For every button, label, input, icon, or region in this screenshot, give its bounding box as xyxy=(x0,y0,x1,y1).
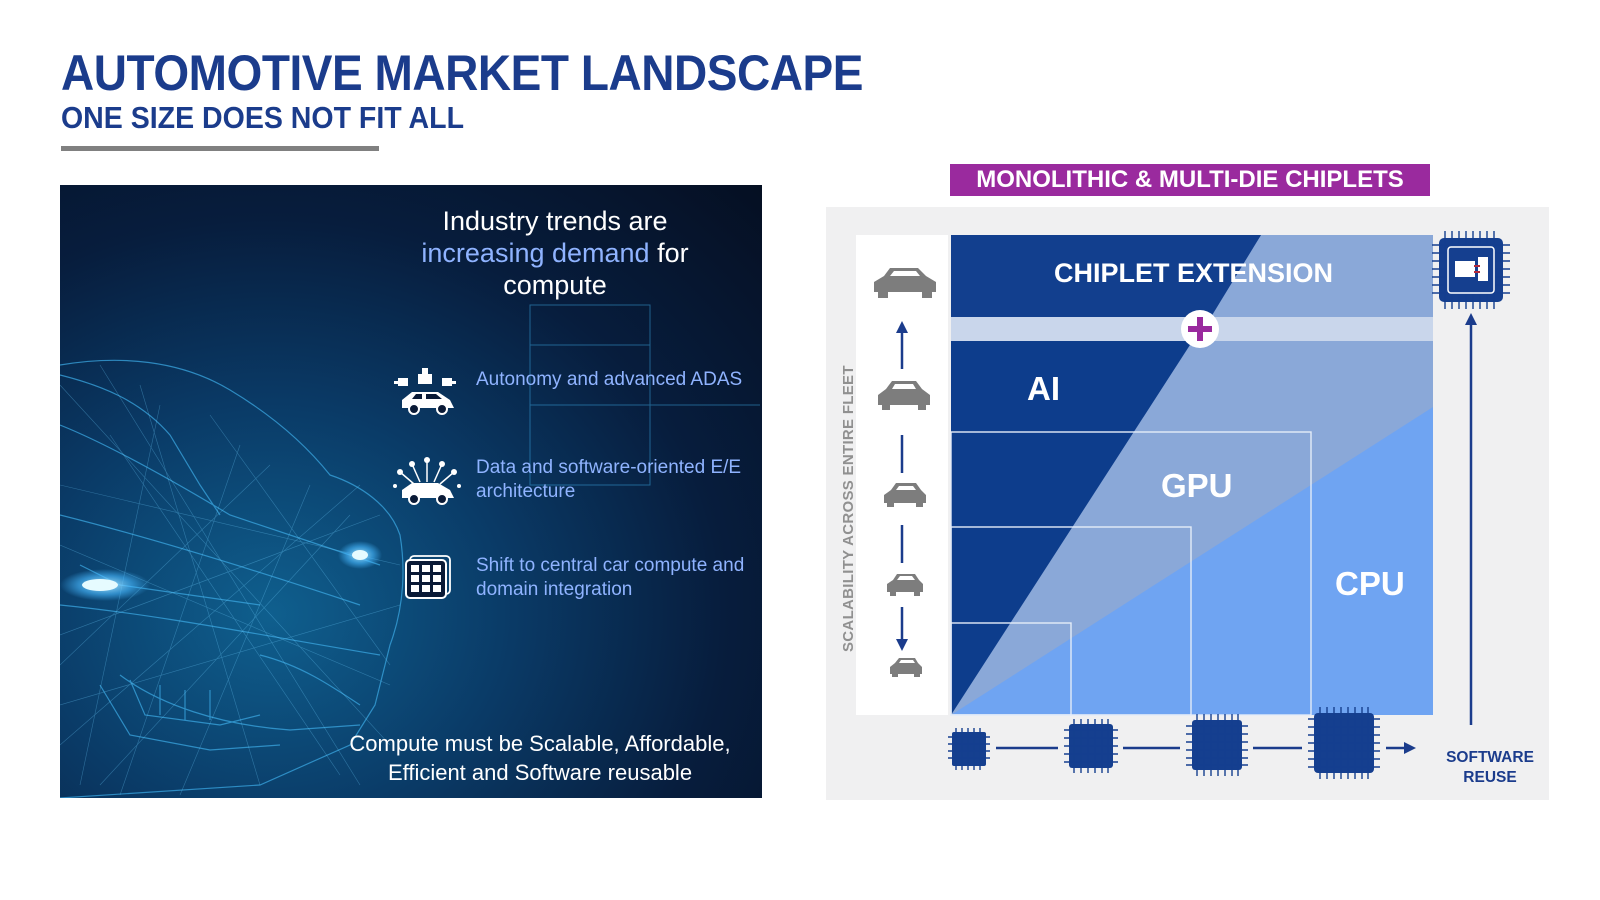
scalability-axis-label: SCALABILITY ACROSS ENTIRE FLEET xyxy=(840,365,857,652)
chiplet-package-icon xyxy=(1432,231,1510,725)
chip-icon xyxy=(1064,719,1118,773)
heading-highlight: increasing demand xyxy=(421,238,650,268)
connected-car-icon xyxy=(393,457,461,505)
trend-item: Data and software-oriented E/E architect… xyxy=(392,456,752,516)
heading-text-2: for xyxy=(657,238,689,268)
heading-text-3: compute xyxy=(503,270,607,300)
page-title: AUTOMOTIVE MARKET LANDSCAPE xyxy=(61,45,863,101)
gpu-label: GPU xyxy=(1161,467,1233,504)
wireframe-car-image xyxy=(60,304,760,798)
industry-trends-panel: Industry trends are increasing demand fo… xyxy=(60,185,762,798)
software-reuse-label: SOFTWARE REUSE xyxy=(1430,748,1550,788)
chiplets-banner: MONOLITHIC & MULTI-DIE CHIPLETS xyxy=(950,164,1430,196)
software-reuse-line-1: SOFTWARE xyxy=(1446,749,1534,766)
note-line-1: Compute must be Scalable, Affordable, xyxy=(349,731,731,756)
trend-item: Shift to central car compute and domain … xyxy=(392,554,752,614)
scalability-diagram-graphic xyxy=(856,231,1510,779)
chiplet-extension-label: CHIPLET EXTENSION xyxy=(1054,258,1334,288)
trend-text: Autonomy and advanced ADAS xyxy=(476,369,743,390)
trend-item: Autonomy and advanced ADAS xyxy=(392,368,752,428)
vehicle-size-icons xyxy=(874,268,936,677)
chip-icon xyxy=(948,728,990,770)
chip-icon xyxy=(1186,714,1248,776)
compute-requirements-note: Compute must be Scalable, Affordable, Ef… xyxy=(320,729,760,787)
autonomous-car-icon xyxy=(394,368,456,415)
trend-text: Data and software-oriented E/E architect… xyxy=(476,457,742,502)
chip-size-row xyxy=(948,707,1416,779)
note-line-2: Efficient and Software reusable xyxy=(387,760,693,785)
chip-icon xyxy=(1308,707,1380,779)
central-compute-icon xyxy=(405,555,451,599)
trends-heading: Industry trends are increasing demand fo… xyxy=(390,205,720,301)
software-reuse-line-2: REUSE xyxy=(1463,769,1517,786)
title-underline xyxy=(61,146,379,151)
page-subtitle: ONE SIZE DOES NOT FIT ALL xyxy=(61,100,464,135)
chiplet-scalability-diagram xyxy=(826,207,1549,800)
trend-text: Shift to central car compute and domain … xyxy=(476,555,745,600)
cpu-label: CPU xyxy=(1335,565,1405,602)
ai-label: AI xyxy=(1027,370,1060,407)
heading-text-1: Industry trends are xyxy=(442,206,668,236)
